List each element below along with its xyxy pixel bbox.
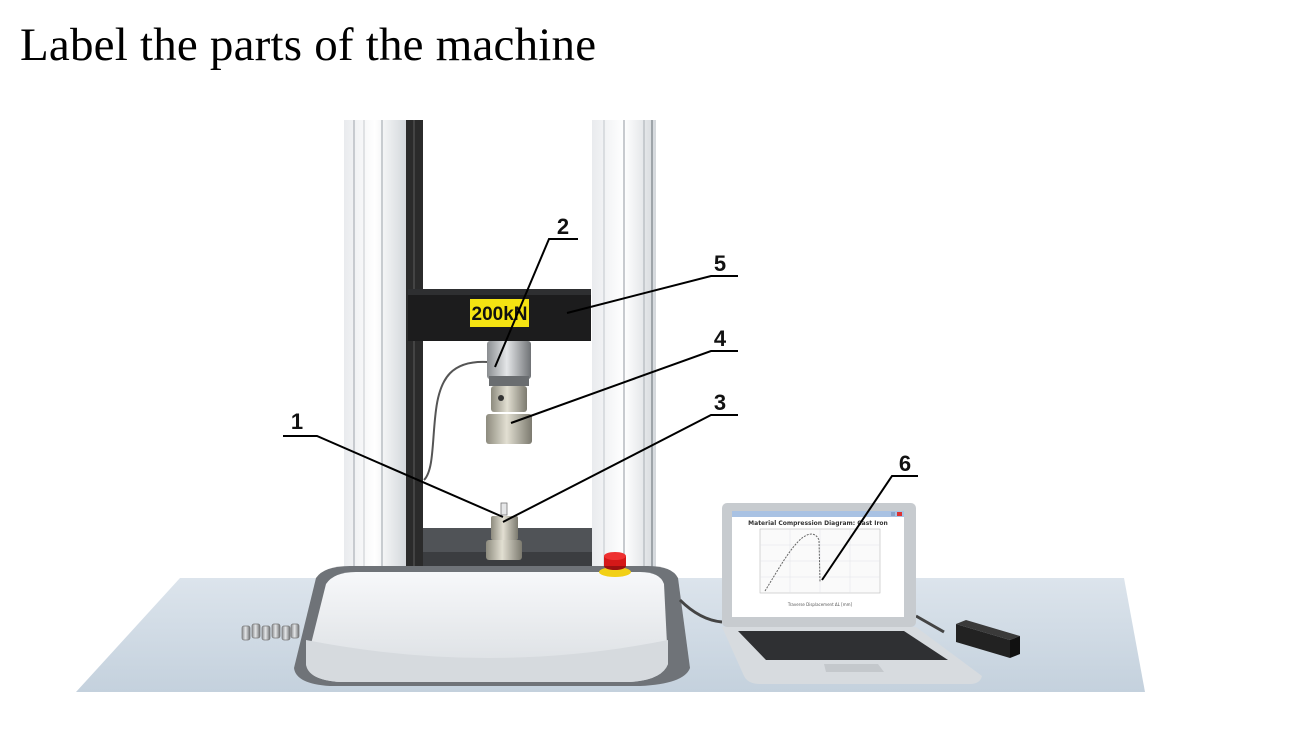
callout-label-2: 2 <box>557 214 569 239</box>
laptop-axis-label: Traverse Displacement ΔL [mm] <box>787 602 853 607</box>
capacity-badge-text: 200kN <box>472 304 528 325</box>
callout-label-1: 1 <box>291 409 303 434</box>
laptop-chart-title: Material Compression Diagram: Cast Iron <box>748 520 888 527</box>
load-cell-cable <box>424 362 488 480</box>
left-column <box>344 120 423 568</box>
callout-label-4: 4 <box>714 326 727 351</box>
upper-compression-plate <box>486 386 532 444</box>
callout-label-3: 3 <box>714 390 726 415</box>
load-cell <box>487 341 531 386</box>
right-column <box>592 120 656 568</box>
crosshead: 200kN <box>408 289 591 341</box>
callout-label-6: 6 <box>899 451 911 476</box>
callout-label-5: 5 <box>714 251 726 276</box>
machine-base <box>294 566 690 686</box>
